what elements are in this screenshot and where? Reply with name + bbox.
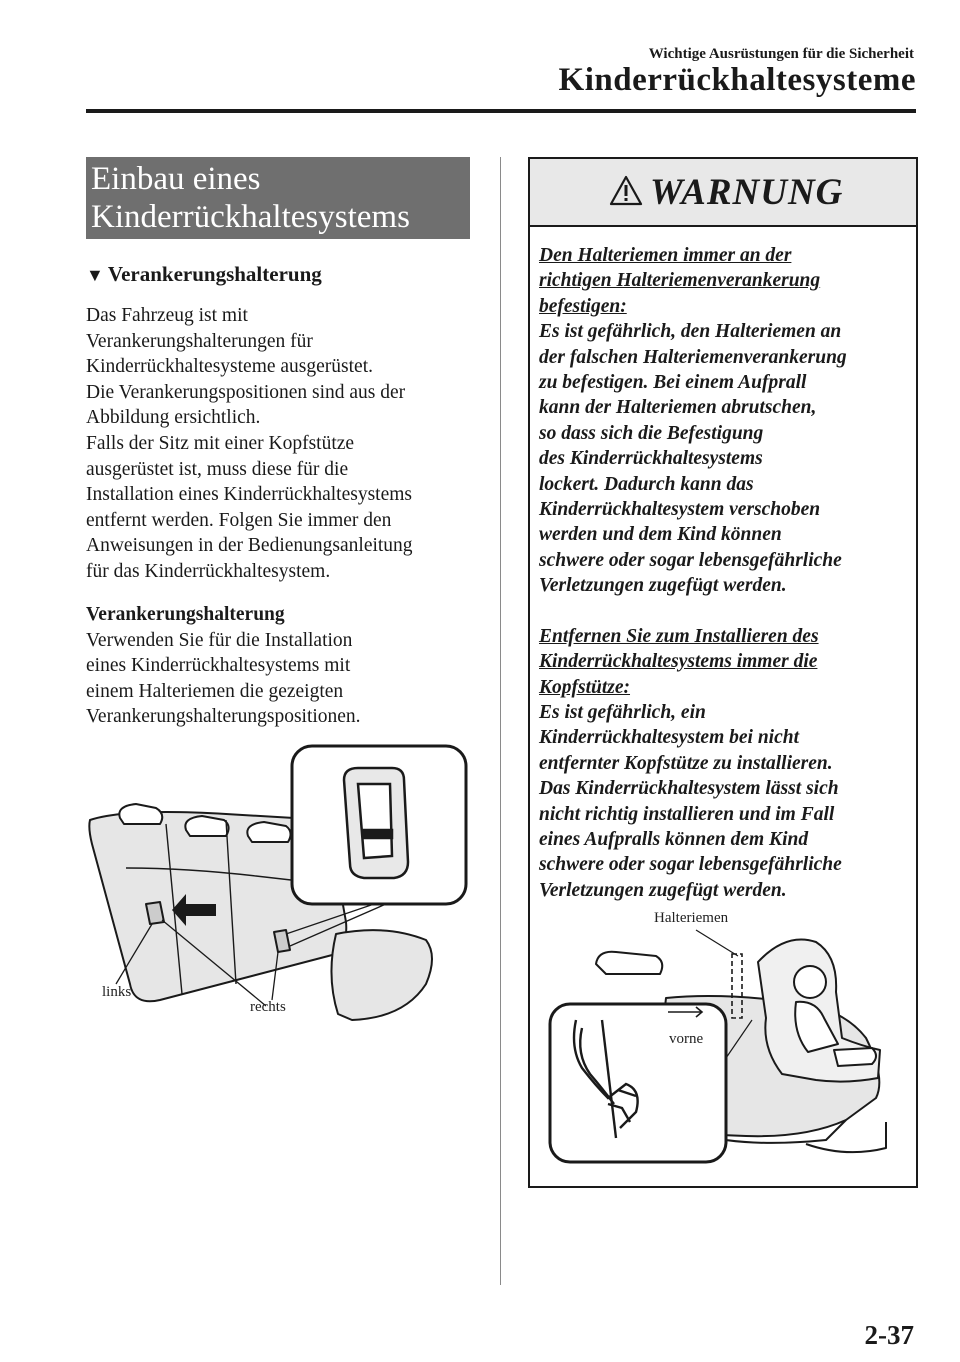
text-line: Verankerungshalterungspositionen. [86,706,361,728]
column-divider [500,157,501,1285]
header-title: Kinderrückhaltesysteme [558,62,916,98]
warning-text-line: so dass sich die Befestigung [539,422,764,444]
label-left: links [102,984,132,1000]
warning-text-line: schwere oder sogar lebensgefährliche [539,549,842,571]
warning-text-line: lockert. Dadurch kann das [539,473,754,495]
section-title-box: Einbau eines Kinderrückhaltesystems [86,157,470,239]
warning-text-line: Es ist gefährlich, ein [539,701,706,723]
warning-text-line: Verletzungen zugefügt werden. [539,879,787,901]
header-subtitle: Wichtige Ausrüstungen für die Sicherheit [648,46,914,62]
warning-heading-line: richtigen Halteriemenverankerung [539,270,821,292]
warning-text-line: Kinderrückhaltesystem bei nicht [539,727,800,749]
text-line: Falls der Sitz mit einer Kopfstütze [86,432,355,454]
text-line: entfernt werden. Folgen Sie immer den [86,509,392,531]
warning-text-line: zu befestigen. Bei einem Aufprall [539,372,807,394]
warning-title: WARNUNG [650,172,844,213]
subheading-text: Verankerungshalterung [107,262,322,286]
warning-text-line: kann der Halteriemen abrutschen, [539,397,817,419]
section-title-line2: Kinderrückhaltesystems [91,199,410,235]
triangle-down-icon: ▼ [86,265,104,285]
text-line: Kinderrückhaltesysteme ausgerüstet. [86,356,373,378]
warning-body: Den Halteriemen immer an der richtigen H… [539,243,909,903]
label-front: vorne [669,1031,704,1047]
warning-box: WARNUNG Den Halteriemen immer an der ric… [528,157,918,1188]
warning-heading-line: Den Halteriemen immer an der [539,245,792,266]
warning-heading-line: Entfernen Sie zum Installieren des [539,625,819,647]
text-line: für das Kinderrückhaltesystem. [86,560,331,582]
body-paragraph-2: Verankerungshalterung Verwenden Sie für … [86,602,486,730]
text-line: Verwenden Sie für die Installation [86,629,353,651]
label-right: rechts [250,999,286,1015]
label-strap: Halteriemen [654,910,729,926]
warning-text-line: nicht richtig installieren und im Fall [539,803,835,825]
warning-text-line: Das Kinderrückhaltesystem lässt sich [539,778,839,800]
warning-text-line: Kinderrückhaltesystem verschoben [539,499,821,521]
warning-heading-line: befestigen: [539,295,627,317]
warning-text-line: schwere oder sogar lebensgefährliche [539,854,842,876]
paragraph-heading: Verankerungshalterung [86,604,285,625]
warning-header: WARNUNG [530,159,916,227]
warning-text-line: Es ist gefährlich, den Halteriemen an [539,321,842,343]
subheading: ▼Verankerungshalterung [86,262,322,287]
warning-text-line: der falschen Halteriemenverankerung [539,346,847,368]
text-line: Das Fahrzeug ist mit [86,305,248,326]
child-seat-tether-illustration [548,929,887,1164]
warning-text-line: entfernter Kopfstütze zu installieren. [539,752,833,774]
warning-triangle-icon [609,175,643,206]
text-line: Installation eines Kinderrückhaltesystem… [86,484,412,506]
text-line: Die Verankerungspositionen sind aus der [86,381,406,403]
section-title-line1: Einbau eines [91,161,261,197]
text-line: eines Kinderrückhaltesystems mit [86,655,351,677]
text-line: einem Halteriemen die gezeigten [86,680,344,702]
text-line: ausgerüstet ist, muss diese für die [86,458,349,480]
text-line: Abbildung ersichtlich. [86,407,261,429]
text-line: Anweisungen in der Bedienungsanleitung [86,535,413,557]
warning-heading-line: Kinderrückhaltesystems immer die [539,651,818,673]
warning-text-line: werden und dem Kind können [539,524,782,546]
warning-text-line: des Kinderrückhaltesystems [539,448,763,470]
page-number: 2-37 [864,1320,915,1350]
body-paragraph-1: Das Fahrzeug ist mit Verankerungshalteru… [86,303,486,585]
warning-text-line: Verletzungen zugefügt werden. [539,575,787,597]
paragraph-gap [539,599,909,624]
warning-heading-line: Kopfstütze: [539,676,631,698]
header-rule [86,109,916,113]
seat-anchor-illustration [88,744,468,1021]
text-line: Verankerungshalterungen für [86,330,313,352]
warning-text-line: eines Aufpralls können dem Kind [539,828,809,850]
